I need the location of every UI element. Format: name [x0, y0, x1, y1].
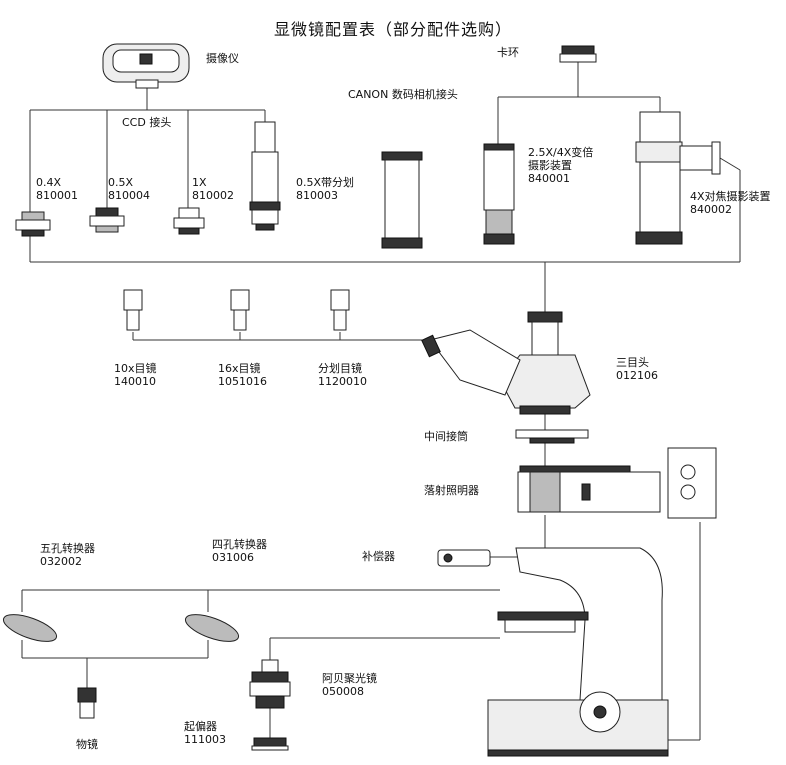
- focus-photo-drawing: [635, 111, 721, 245]
- ring-label: 卡环: [497, 46, 519, 59]
- page-title: 显微镜配置表（部分配件选购）: [273, 20, 512, 39]
- nosepiece-4-drawing: [184, 614, 240, 642]
- eyepiece-16x-drawing: [230, 289, 250, 331]
- abbe-condenser-drawing: [249, 659, 291, 709]
- objective-label: 物镜: [76, 738, 98, 751]
- connector-lines: [21, 62, 741, 741]
- ccd-05x-reticle-drawing: [249, 121, 281, 231]
- ccd-1x-drawing: [173, 207, 205, 235]
- zoom-photo-drawing: [483, 143, 515, 245]
- objective-drawing: [77, 687, 97, 719]
- compensator-label: 补偿器: [362, 550, 395, 563]
- trinocular-head-drawing: [421, 311, 591, 415]
- microscope-body-drawing: [487, 547, 669, 757]
- ccd-05x-drawing: [89, 207, 125, 233]
- epi-illuminator-label: 落射照明器: [424, 484, 479, 497]
- canon-adapter-drawing: [381, 151, 423, 249]
- eyepiece-10x-drawing: [123, 289, 143, 331]
- epi-illuminator-drawing: [517, 447, 717, 519]
- camera-label: 摄像仪: [206, 52, 239, 65]
- canon-adapter-label: CANON 数码相机接头: [348, 88, 458, 101]
- compensator-drawing: [437, 549, 491, 567]
- camera-drawing: [102, 43, 190, 89]
- middle-tube-drawing: [515, 429, 589, 444]
- polarizer-drawing: [251, 737, 289, 751]
- ring-drawing: [559, 45, 597, 63]
- eyepiece-reticle-drawing: [330, 289, 350, 331]
- ccd-adapter-label: CCD 接头: [122, 116, 172, 129]
- ccd-04x-drawing: [15, 211, 51, 237]
- nosepiece-5-drawing: [2, 614, 58, 642]
- middle-tube-label: 中间接筒: [424, 430, 468, 443]
